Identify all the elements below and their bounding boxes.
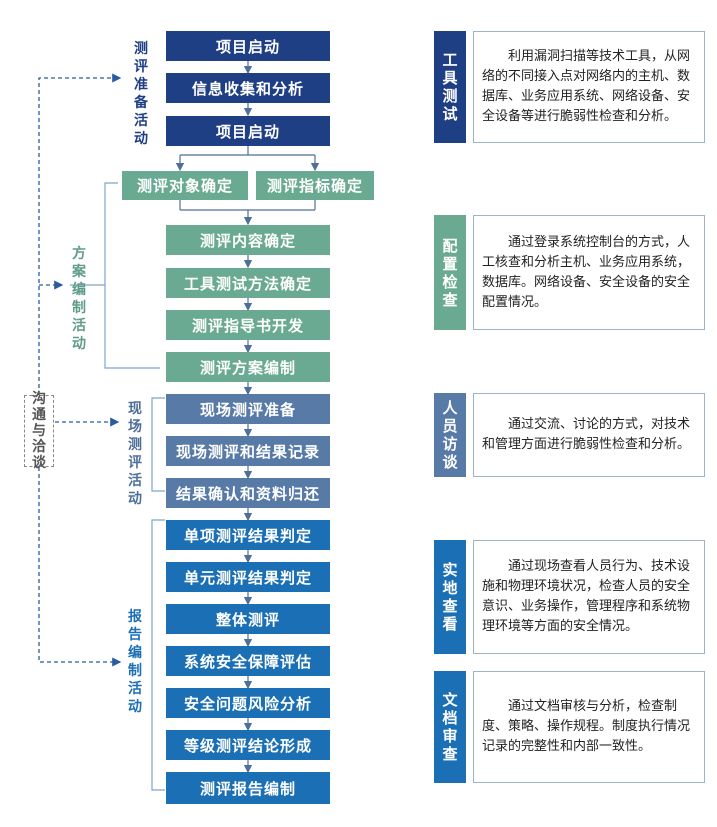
communication-label: 沟通与洽谈 — [32, 391, 46, 471]
step-unit-judgement: 单元测评结果判定 — [166, 562, 330, 592]
step-guide-development: 测评指导书开发 — [166, 310, 330, 340]
step-result-confirm: 结果确认和资料归还 — [166, 478, 330, 508]
stage-label-field: 现场测评活动 — [128, 401, 142, 507]
step-field-record: 现场测评和结果记录 — [166, 436, 330, 466]
method-desc-config: 通过登录系统控制台的方式，人工核查和分析主机、业务应用系统，数据库。网络设备、安… — [473, 215, 705, 330]
method-desc-document: 通过文档审核与分析，检查制度、策略、操作规程。制度执行情况记录的完整性和内部一致… — [473, 671, 705, 783]
step-project-start: 项目启动 — [166, 31, 330, 61]
method-tag-config: 配置检查 — [434, 215, 466, 330]
method-desc-interview: 通过交流、讨论的方式，对技术和管理方面进行脆弱性检查和分析。 — [473, 393, 705, 477]
step-info-collection: 信息收集和分析 — [166, 73, 330, 103]
step-report-compilation: 测评报告编制 — [166, 772, 330, 804]
step-plan-compilation: 测评方案编制 — [166, 352, 330, 382]
step-object-determination: 测评对象确定 — [122, 171, 248, 200]
method-desc-tool: 利用漏洞扫描等技术工具，从网络的不同接入点对网络内的主机、数据库、业务应用系统、… — [473, 31, 705, 143]
step-tool-method: 工具测试方法确定 — [166, 268, 330, 298]
step-conclusion: 等级测评结论形成 — [166, 730, 330, 760]
step-field-prep: 现场测评准备 — [166, 394, 330, 424]
step-content-determination: 测评内容确定 — [166, 225, 330, 255]
method-desc-onsite: 通过现场查看人员行为、技术设施和物理环境状况，检查人员的安全意识、业务操作，管理… — [473, 540, 705, 654]
communication-box: 沟通与洽谈 — [24, 391, 54, 471]
step-overall-eval: 整体测评 — [166, 604, 330, 634]
step-project-start-2: 项目启动 — [166, 116, 330, 146]
step-risk-analysis: 安全问题风险分析 — [166, 688, 330, 718]
step-indicator-determination: 测评指标确定 — [256, 171, 374, 200]
method-tag-interview: 人员访谈 — [434, 393, 466, 477]
method-tag-onsite: 实地查看 — [434, 540, 466, 654]
step-single-judgement: 单项测评结果判定 — [166, 520, 330, 550]
step-security-assessment: 系统安全保障评估 — [166, 646, 330, 676]
stage-label-plan: 方案编制活动 — [72, 246, 86, 352]
method-tag-document: 文档审查 — [434, 671, 466, 783]
stage-label-report: 报告编制活动 — [128, 609, 142, 715]
method-tag-tool: 工具测试 — [434, 31, 466, 143]
stage-label-prep: 测评准备活动 — [134, 41, 148, 147]
